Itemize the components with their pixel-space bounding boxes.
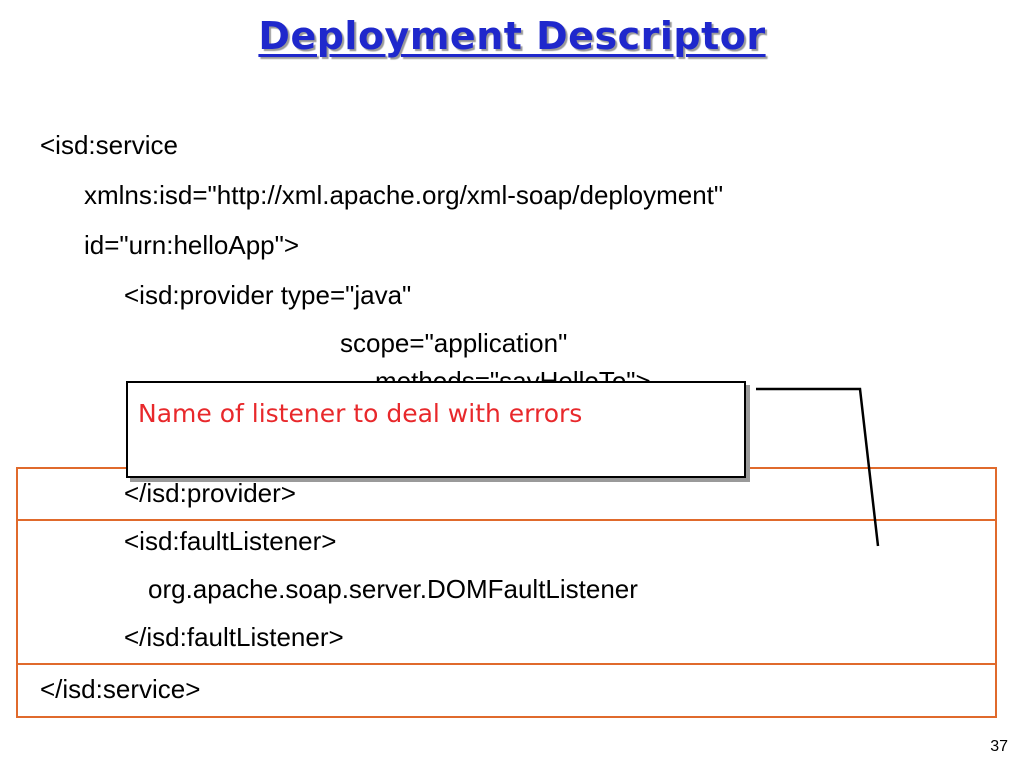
- code-line-faultlistener-class: org.apache.soap.server.DOMFaultListener: [148, 574, 638, 604]
- code-line-scope: scope="application": [340, 328, 568, 358]
- code-line-xmlns: xmlns:isd="http://xml.apache.org/xml-soa…: [84, 180, 724, 210]
- connector-polyline: [756, 387, 880, 547]
- page-number: 37: [990, 738, 1008, 755]
- code-line-id: id="urn:helloApp">: [84, 230, 300, 260]
- code-line-provider-close: </isd:provider>: [124, 478, 296, 508]
- code-line-faultlistener-close: </isd:faultListener>: [124, 622, 344, 652]
- code-line-service-open: <isd:service: [40, 130, 178, 160]
- code-line-service-close: </isd:service>: [40, 674, 201, 704]
- code-line-faultlistener-open: <isd:faultListener>: [124, 526, 337, 556]
- callout-box: Name of listener to deal with errors: [126, 381, 746, 478]
- slide-title: Deployment Descriptor: [258, 14, 766, 58]
- code-line-provider-open: <isd:provider type="java": [124, 280, 412, 310]
- service-close-highlight-box: [16, 663, 997, 718]
